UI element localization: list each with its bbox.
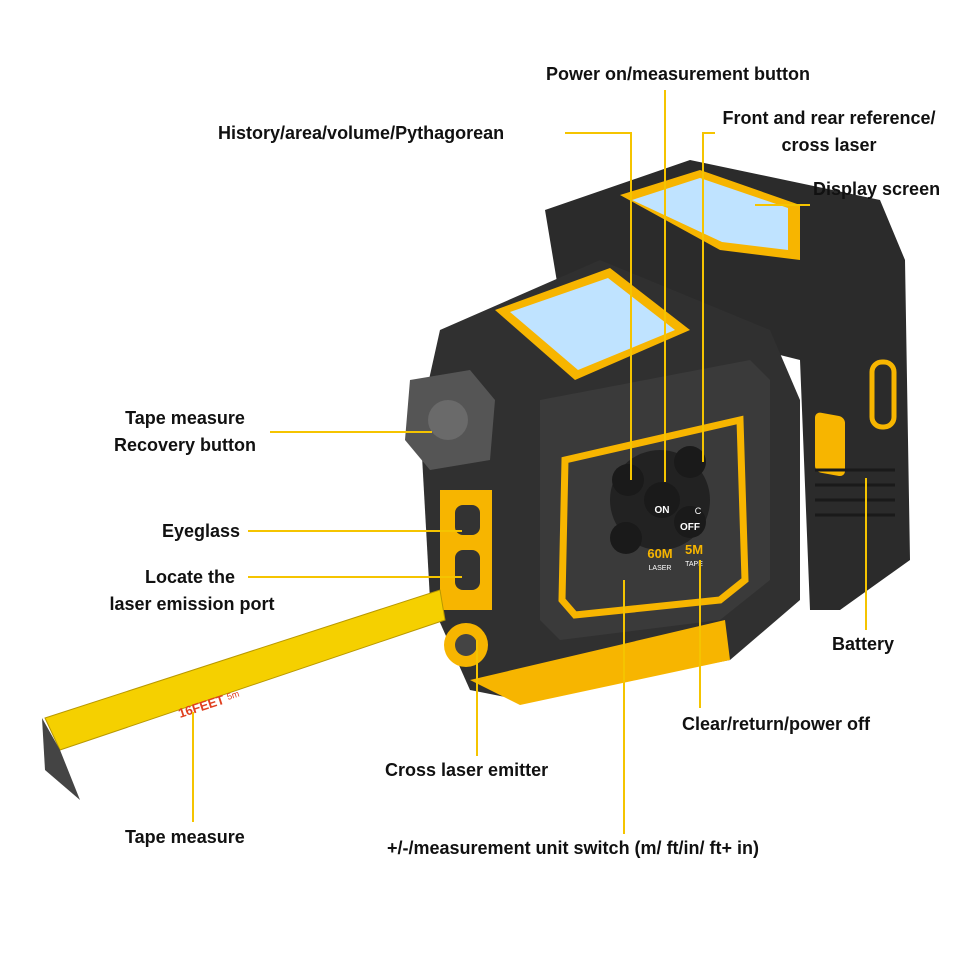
front-display-screen	[510, 278, 675, 370]
callout-display-screen: Display screen	[813, 179, 941, 199]
off-key-label: OFF	[680, 522, 700, 533]
callout-cross-laser: cross laser	[781, 135, 877, 155]
callout-tape-recovery-2: Recovery button	[113, 435, 257, 455]
power-button	[644, 482, 680, 518]
laser-label: LASER	[649, 565, 672, 572]
rear-display-screen	[632, 178, 788, 250]
unit-button	[610, 522, 642, 554]
history-button	[612, 464, 644, 496]
callout-cross-laser-emitter: Cross laser emitter	[385, 760, 549, 780]
laser-range: 60M	[647, 546, 672, 561]
callout-tape-recovery-1: Tape measure	[125, 408, 245, 428]
tape-range: 5M	[685, 542, 703, 557]
callout-battery: Battery	[832, 634, 895, 654]
callout-laser-port-1: Locate the	[144, 567, 236, 587]
callout-tape-measure: Tape measure	[125, 827, 245, 847]
tape-m-mark: 5m	[226, 689, 241, 702]
callout-clear-button: Clear/return/power off	[682, 714, 871, 734]
tape-blade: 16FEET 5m	[42, 589, 446, 800]
callout-power-button: Power on/measurement button	[545, 64, 811, 84]
reference-button	[674, 446, 706, 478]
c-key-label: C	[695, 506, 702, 516]
keypad: ON OFF C 60M LASER 5M TAPE	[610, 446, 710, 572]
clear-button	[674, 506, 706, 538]
callout-history: History/area/volume/Pythagorean	[218, 123, 505, 143]
callout-unit-switch: +/-/measurement unit switch (m/ ft/in/ f…	[387, 838, 760, 858]
tape-hook	[42, 718, 80, 800]
on-key-label: ON	[655, 505, 670, 516]
callout-front-rear-reference: Front and rear reference/	[722, 108, 936, 128]
callout-laser-port-2: laser emission port	[109, 594, 275, 614]
callout-eyeglass: Eyeglass	[162, 521, 241, 541]
leader-lines	[192, 90, 867, 834]
battery-cover	[815, 468, 895, 517]
rear-unit	[545, 160, 910, 610]
tape-label: TAPE	[685, 561, 703, 568]
front-unit: ON OFF C 60M LASER 5M TAPE	[405, 260, 800, 705]
